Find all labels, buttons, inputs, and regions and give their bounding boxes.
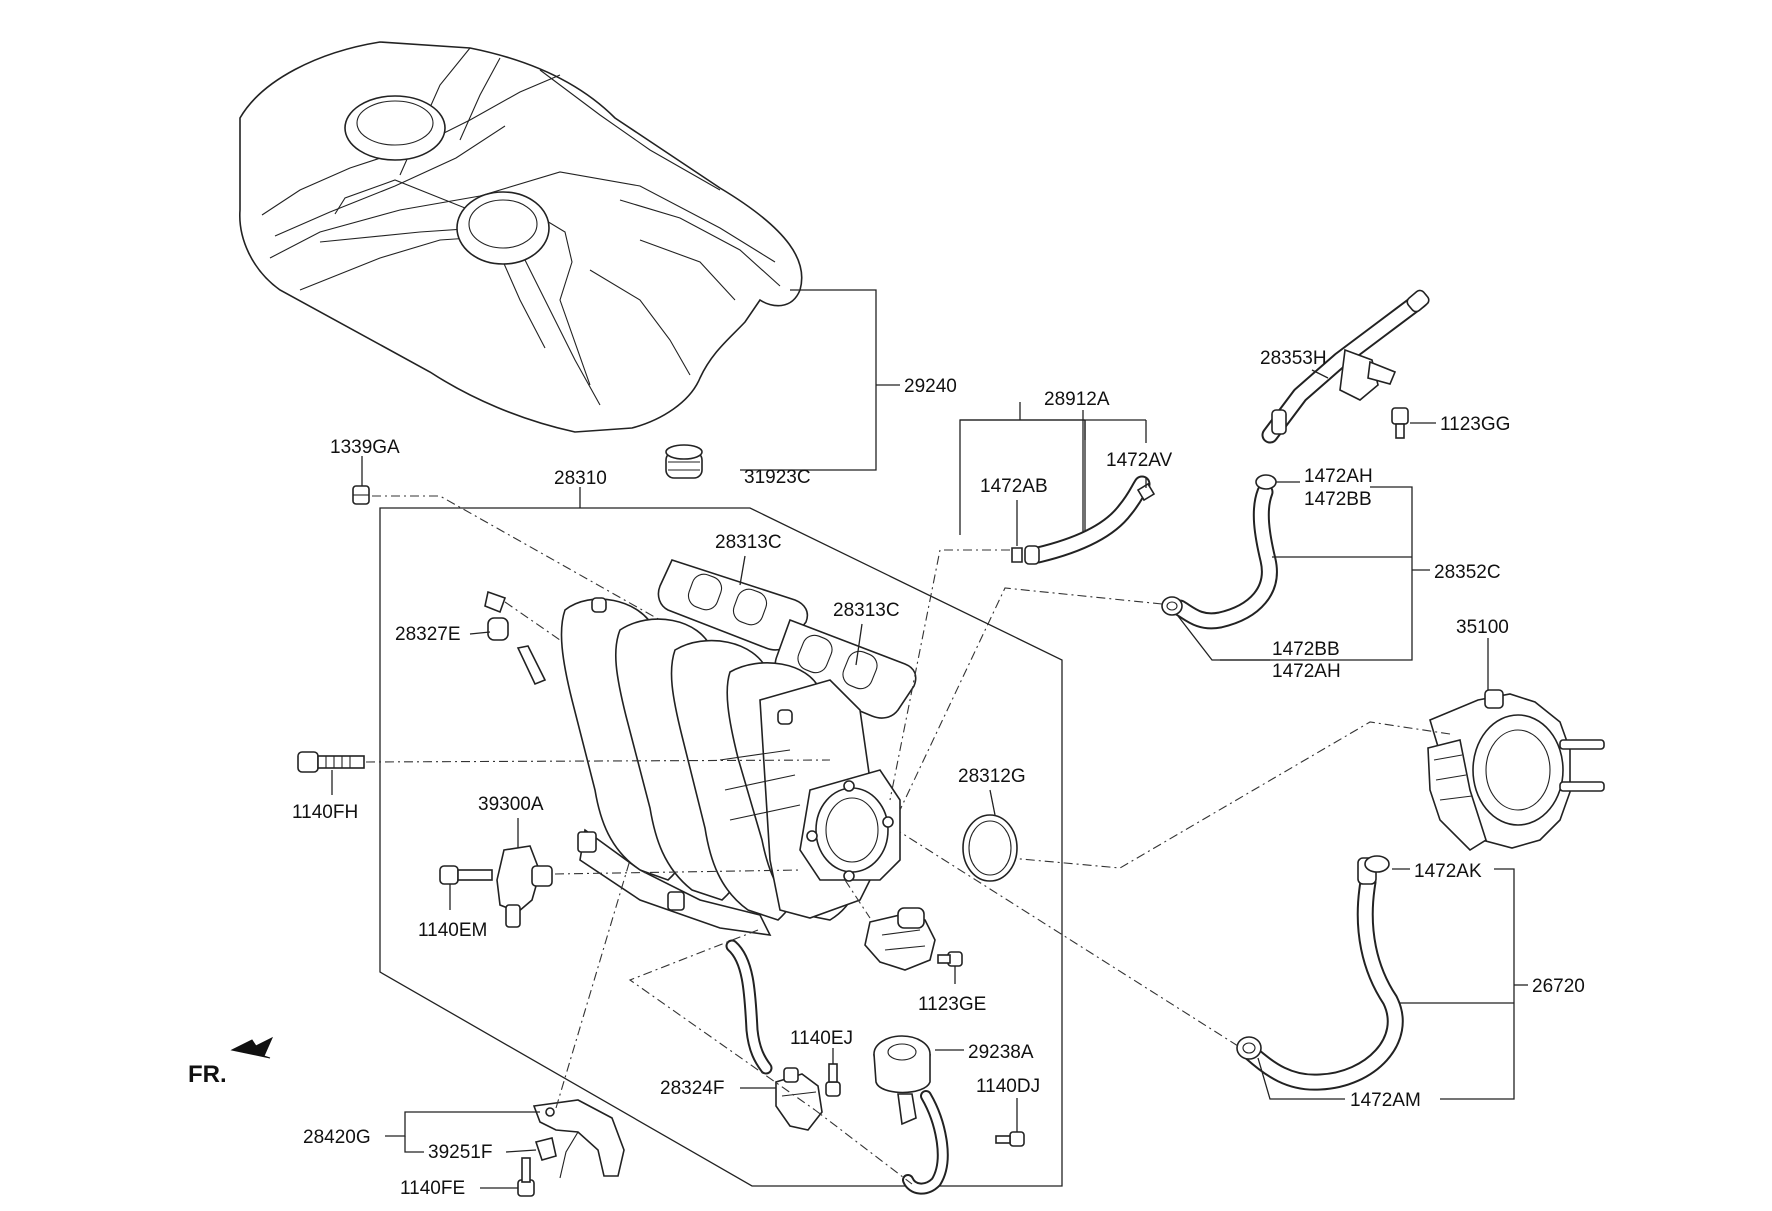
intake-manifold: [560, 559, 917, 937]
bolt-1123GE: [937, 951, 963, 967]
front-direction-label: FR.: [188, 1061, 227, 1088]
vacuum-hose: [725, 939, 773, 1075]
label-28327E: 28327E: [395, 624, 461, 645]
engine-cover: [239, 41, 803, 479]
valve-28327E: [484, 590, 547, 686]
hose-29238A: [902, 1090, 949, 1195]
label-31923C: 31923C: [744, 467, 811, 488]
label-1472AH-a: 1472AH: [1304, 466, 1373, 487]
clamp-1472AK: [1364, 855, 1390, 873]
label-39300A: 39300A: [478, 794, 544, 815]
label-1123GG: 1123GG: [1440, 414, 1510, 435]
bolt-1140FE: [517, 1157, 535, 1197]
label-35100: 35100: [1456, 617, 1509, 638]
clamp-1472AM: [1236, 1036, 1262, 1060]
hose-26720: [1241, 857, 1404, 1091]
label-39251F: 39251F: [428, 1142, 492, 1163]
label-1472AV: 1472AV: [1106, 450, 1173, 471]
sensor-39300A: [496, 845, 553, 928]
label-29238A: 29238A: [968, 1042, 1034, 1063]
bolt-1140EJ: [825, 1063, 841, 1097]
grommet-31923C: [665, 444, 703, 479]
label-1140EM: 1140EM: [418, 920, 487, 941]
assembly-frame: [379, 507, 1063, 1187]
label-1140FE: 1140FE: [400, 1178, 465, 1199]
clamp-1472AV: [1136, 482, 1156, 502]
valve-28324F: [775, 1067, 823, 1131]
label-1140DJ: 1140DJ: [976, 1076, 1040, 1097]
bolt-1140EM: [439, 865, 493, 885]
bolt-1140FH: [297, 751, 365, 773]
label-28324F: 28324F: [660, 1078, 724, 1099]
clamp-1472AH-top: [1255, 474, 1277, 490]
label-1339GA: 1339GA: [330, 437, 400, 458]
label-28353H: 28353H: [1260, 348, 1327, 369]
actuator-1123GE-part: [864, 907, 936, 971]
label-1472AH-b: 1472AH: [1272, 661, 1341, 682]
label-28352C: 28352C: [1434, 562, 1501, 583]
label-28313C-b: 28313C: [833, 600, 900, 621]
clamp-1472BB-bottom: [1161, 596, 1183, 616]
label-28912A: 28912A: [1044, 389, 1110, 410]
label-28310: 28310: [554, 468, 607, 489]
gasket-28312G: [962, 814, 1018, 882]
label-28313C-a: 28313C: [715, 532, 782, 553]
canister-29238A: [873, 1035, 931, 1126]
bolt-1123GG: [1391, 407, 1409, 439]
arrow-icon: [230, 1036, 274, 1059]
label-1140EJ: 1140EJ: [790, 1028, 853, 1049]
gasket-28313C-b: [774, 618, 917, 719]
hose-28352C: [1171, 483, 1278, 630]
clip-39251F: [534, 1137, 557, 1161]
label-1472BB-a: 1472BB: [1304, 489, 1372, 510]
label-1123GE: 1123GE: [918, 994, 986, 1015]
label-1472BB-b: 1472BB: [1272, 639, 1340, 660]
pipe-28353H: [1261, 289, 1430, 444]
throttle-body-35100: [1427, 689, 1605, 852]
label-1472AB: 1472AB: [980, 476, 1048, 497]
label-1472AK: 1472AK: [1414, 861, 1482, 882]
label-28312G: 28312G: [958, 766, 1026, 787]
bracket-28420G: [532, 1099, 625, 1179]
bolt-1140DJ: [995, 1131, 1025, 1147]
hose-28912A: [1024, 475, 1151, 565]
label-1472AM: 1472AM: [1350, 1090, 1421, 1111]
label-29240: 29240: [904, 376, 957, 397]
label-28420G: 28420G: [303, 1127, 371, 1148]
label-1140FH: 1140FH: [292, 802, 358, 823]
label-26720: 26720: [1532, 976, 1585, 997]
clamp-1472AB: [1011, 547, 1023, 563]
nut-1339GA: [352, 485, 370, 505]
